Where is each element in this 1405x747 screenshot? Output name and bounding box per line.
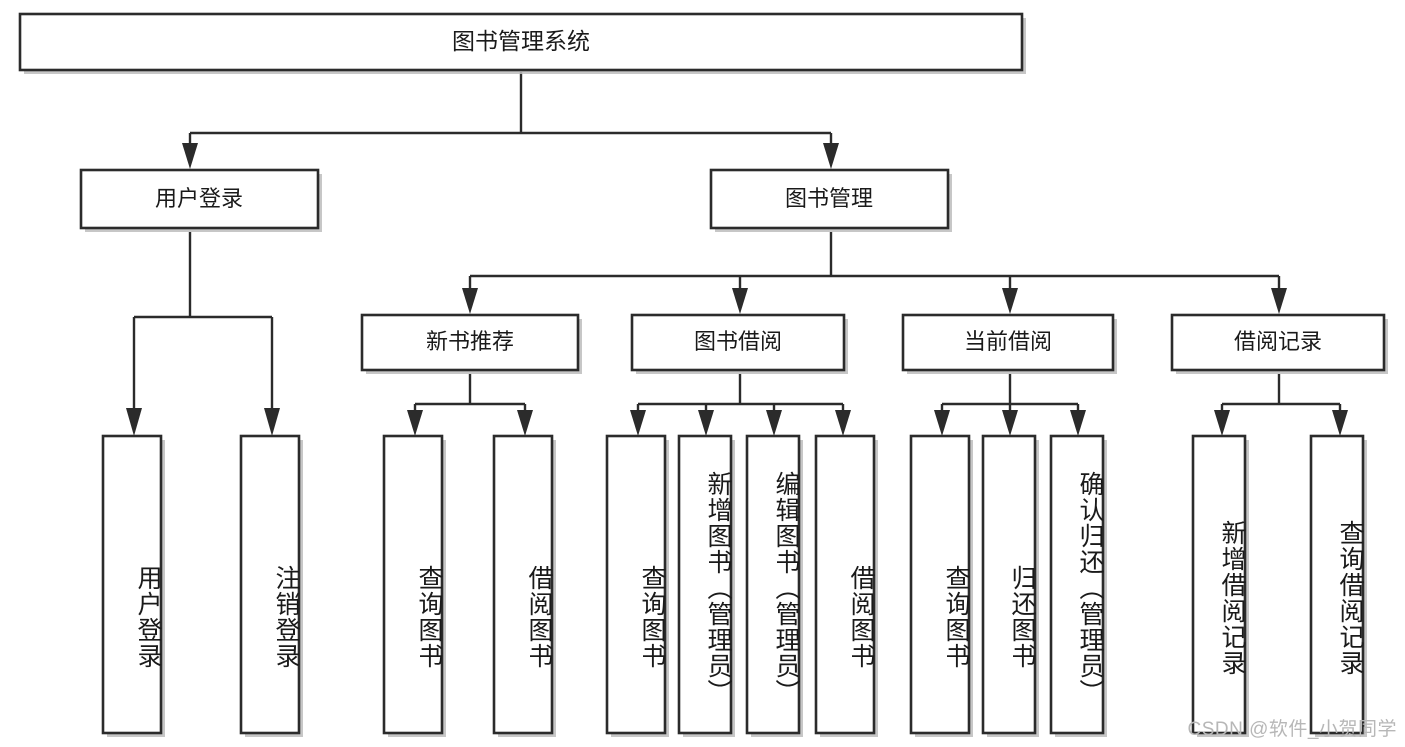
- node-book-manage-rect[interactable]: [709, 168, 950, 230]
- connector-group-book-manage: [462, 232, 1287, 314]
- leaf-current-query-rect[interactable]: [909, 434, 971, 735]
- node-book-manage-label: 图书管理: [785, 186, 873, 211]
- leaf-current-query[interactable]: [909, 434, 973, 737]
- arrowhead-current-borrow: [1002, 288, 1018, 314]
- leaf-record-add-rect[interactable]: [1191, 434, 1247, 735]
- node-current-borrow[interactable]: 当前借阅: [901, 313, 1117, 374]
- arrowhead-borrow-add: [698, 410, 714, 436]
- node-new-book-recommend[interactable]: 新书推荐: [360, 313, 582, 374]
- leaf-borrow-lend[interactable]: [814, 434, 878, 737]
- arrowhead-user-login: [182, 143, 198, 169]
- arrowhead-current-return: [1002, 410, 1018, 436]
- connector-group-current-borrow: [934, 374, 1086, 436]
- arrowhead-record-query: [1332, 410, 1348, 436]
- node-current-borrow-label: 当前借阅: [964, 329, 1052, 354]
- node-book-borrow[interactable]: 图书借阅: [630, 313, 848, 374]
- leaf-user-login-login[interactable]: [101, 434, 165, 737]
- leaf-current-confirm[interactable]: [1049, 434, 1107, 737]
- node-current-borrow-rect[interactable]: [901, 313, 1115, 372]
- arrowhead-record-add: [1214, 410, 1230, 436]
- leaf-user-login-login-rect[interactable]: [101, 434, 163, 735]
- node-book-borrow-label: 图书借阅: [694, 329, 782, 354]
- arrowhead-borrow-edit: [766, 410, 782, 436]
- leaf-newbook-borrow-rect[interactable]: [492, 434, 554, 735]
- arrowhead-book-borrow: [732, 288, 748, 314]
- leaf-current-return-rect[interactable]: [981, 434, 1037, 735]
- node-borrow-record-label: 借阅记录: [1234, 329, 1322, 354]
- node-title-rect[interactable]: [18, 12, 1024, 72]
- arrowhead-new-book: [462, 288, 478, 314]
- leaf-borrow-edit[interactable]: [745, 434, 803, 737]
- node-title[interactable]: 图书管理系统: [18, 12, 1026, 74]
- leaf-newbook-query-rect[interactable]: [382, 434, 444, 735]
- arrowhead-newbook-query: [407, 410, 423, 436]
- arrowhead-newbook-borrow: [517, 410, 533, 436]
- leaf-record-query-rect[interactable]: [1309, 434, 1365, 735]
- arrowhead-leaf-user-login: [126, 408, 142, 436]
- node-new-book-recommend-label: 新书推荐: [426, 329, 514, 354]
- leaf-borrow-add-rect[interactable]: [677, 434, 733, 735]
- arrowhead-borrow-record: [1271, 288, 1287, 314]
- leaf-newbook-borrow[interactable]: [492, 434, 556, 737]
- leaf-record-query[interactable]: [1309, 434, 1367, 737]
- node-title-label: 图书管理系统: [452, 28, 590, 54]
- node-book-borrow-rect[interactable]: [630, 313, 846, 372]
- arrowhead-leaf-logout: [264, 408, 280, 436]
- leaf-newbook-query[interactable]: [382, 434, 446, 737]
- arrowhead-current-query: [934, 410, 950, 436]
- watermark-text: CSDN @软件_小贺同学: [1187, 719, 1397, 740]
- connector-group-user-login: [126, 232, 280, 436]
- arrowhead-borrow-lend: [835, 410, 851, 436]
- node-new-book-recommend-rect[interactable]: [360, 313, 580, 372]
- node-user-login[interactable]: 用户登录: [79, 168, 322, 232]
- node-user-login-label: 用户登录: [155, 186, 243, 211]
- leaf-current-confirm-rect[interactable]: [1049, 434, 1105, 735]
- leaf-borrow-query[interactable]: [605, 434, 669, 737]
- node-borrow-record[interactable]: 借阅记录: [1170, 313, 1388, 374]
- leaf-borrow-add[interactable]: [677, 434, 735, 737]
- node-book-manage[interactable]: 图书管理: [709, 168, 952, 232]
- leaf-current-return[interactable]: [981, 434, 1039, 737]
- leaf-borrow-lend-rect[interactable]: [814, 434, 876, 735]
- node-borrow-record-rect[interactable]: [1170, 313, 1386, 372]
- leaf-record-add[interactable]: [1191, 434, 1249, 737]
- arrowhead-current-confirm: [1070, 410, 1086, 436]
- connector-group-new-book: [407, 374, 533, 436]
- leaf-borrow-edit-rect[interactable]: [745, 434, 801, 735]
- leaf-user-login-logout[interactable]: [239, 434, 303, 737]
- node-user-login-rect[interactable]: [79, 168, 320, 230]
- arrowhead-borrow-query: [630, 410, 646, 436]
- connector-group-book-borrow: [630, 374, 851, 436]
- arrowhead-book-manage: [823, 143, 839, 169]
- connector-group-root: [182, 72, 839, 169]
- leaf-user-login-logout-rect[interactable]: [239, 434, 301, 735]
- leaf-borrow-query-rect[interactable]: [605, 434, 667, 735]
- connector-group-borrow-record: [1214, 374, 1348, 436]
